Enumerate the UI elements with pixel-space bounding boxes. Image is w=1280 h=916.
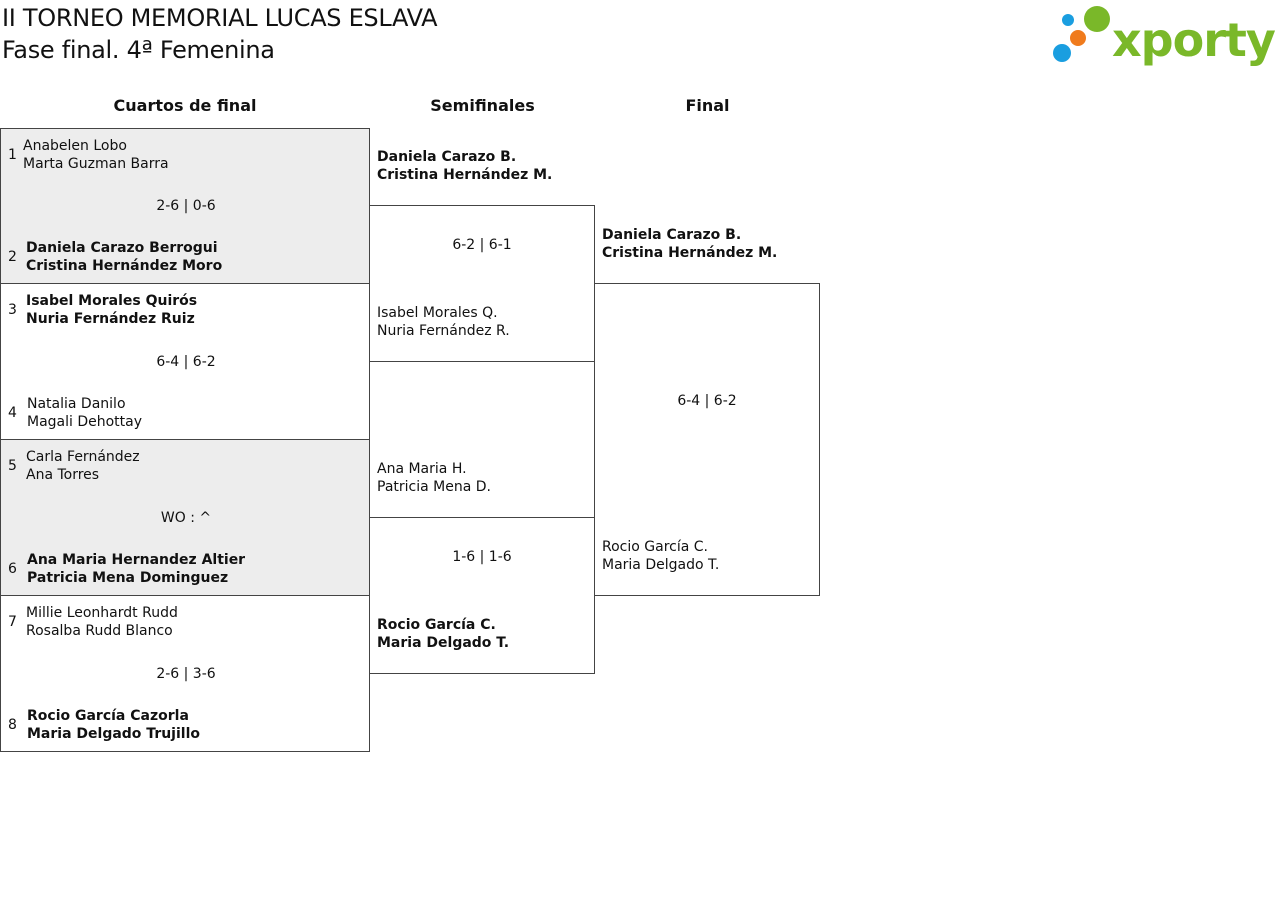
player-name: Rocio García C. (602, 539, 708, 555)
final-bottom-team: Rocio García C. Maria Delgado T. (602, 538, 719, 574)
match-score: 6-4 | 6-2 (156, 354, 216, 370)
tournament-title: II TORNEO MEMORIAL LUCAS ESLAVA Fase fin… (2, 2, 438, 66)
quarter-match-4: 7 Millie Leonhardt Rudd Rosalba Rudd Bla… (0, 595, 370, 752)
player-name: Maria Delgado T. (602, 557, 720, 573)
player-name: Millie Leonhardt Rudd (26, 605, 178, 621)
team-entry: Millie Leonhardt Rudd Rosalba Rudd Blanc… (26, 604, 178, 640)
logo-dot-green (1084, 6, 1110, 32)
header-semis: Semifinales (430, 96, 535, 115)
seed-number: 4 (8, 405, 17, 421)
player-name: Carla Fernández (26, 449, 140, 465)
logo-dot-orange (1070, 30, 1086, 46)
player-name: Ana Maria H. (377, 461, 467, 477)
player-name: Daniela Carazo Berrogui (26, 240, 218, 256)
title-line: II TORNEO MEMORIAL LUCAS ESLAVA (2, 4, 438, 32)
team-entry: Natalia Danilo Magali Dehottay (27, 395, 142, 431)
team-entry: Carla Fernández Ana Torres (26, 448, 140, 484)
quarter-match-3: 5 Carla Fernández Ana Torres WO : ^ 6 An… (0, 439, 370, 596)
match-score: 1-6 | 1-6 (452, 549, 512, 565)
team-entry-winner: Ana Maria Hernandez Altier Patricia Mena… (27, 551, 245, 587)
player-name: Isabel Morales Q. (377, 305, 498, 321)
player-name: Patricia Mena D. (377, 479, 491, 495)
player-name: Magali Dehottay (27, 414, 143, 430)
player-name: Rosalba Rudd Blanco (26, 623, 173, 639)
header-final: Final (685, 96, 730, 115)
player-name: Isabel Morales Quirós (26, 293, 198, 309)
team-entry-winner: Isabel Morales Quirós Nuria Fernández Ru… (26, 292, 197, 328)
seed-number: 7 (8, 614, 17, 630)
seed-number: 2 (8, 249, 17, 265)
seed-number: 3 (8, 302, 17, 318)
quarter-match-2: 3 Isabel Morales Quirós Nuria Fernández … (0, 283, 370, 440)
player-name: Ana Torres (26, 467, 100, 483)
header-quarters: Cuartos de final (113, 96, 257, 115)
player-name: Cristina Hernández Moro (26, 258, 223, 274)
match-score: 6-4 | 6-2 (677, 393, 737, 409)
player-name: Maria Delgado T. (377, 635, 510, 651)
subtitle-line: Fase final. 4ª Femenina (2, 36, 275, 64)
semi-match-2: 1-6 | 1-6 Rocio García C. Maria Delgado … (369, 517, 595, 674)
player-name: Marta Guzman Barra (23, 156, 169, 172)
semi-match-1: 6-2 | 6-1 Isabel Morales Q. Nuria Fernán… (369, 205, 595, 362)
logo-dot-blue-small (1062, 14, 1074, 26)
final-top-team: Daniela Carazo B. Cristina Hernández M. (602, 226, 777, 262)
final-match: 6-4 | 6-2 Rocio García C. Maria Delgado … (594, 283, 820, 596)
semi-1-top-team: Daniela Carazo B. Cristina Hernández M. (377, 148, 552, 184)
player-name: Daniela Carazo B. (602, 227, 742, 243)
player-name: Ana Maria Hernandez Altier (27, 552, 246, 568)
seed-number: 6 (8, 561, 17, 577)
player-name: Natalia Danilo (27, 396, 126, 412)
player-name: Cristina Hernández M. (377, 167, 553, 183)
seed-number: 5 (8, 458, 17, 474)
quarter-match-1: 1 Anabelen Lobo Marta Guzman Barra 2-6 |… (0, 128, 370, 284)
match-score: 6-2 | 6-1 (452, 237, 512, 253)
match-score: 2-6 | 3-6 (156, 666, 216, 682)
player-name: Nuria Fernández Ruiz (26, 311, 195, 327)
team-entry: Anabelen Lobo Marta Guzman Barra (23, 137, 169, 173)
logo-dot-blue (1053, 44, 1071, 62)
match-score: 2-6 | 0-6 (156, 198, 216, 214)
player-name: Maria Delgado Trujillo (27, 726, 200, 742)
player-name: Rocio García Cazorla (27, 708, 189, 724)
player-name: Daniela Carazo B. (377, 149, 517, 165)
logo-text: xporty (1112, 13, 1276, 67)
player-name: Cristina Hernández M. (602, 245, 778, 261)
semi-2-bottom-team: Rocio García C. Maria Delgado T. (377, 616, 509, 652)
semi-1-bottom-team: Isabel Morales Q. Nuria Fernández R. (377, 304, 510, 340)
team-entry-winner: Daniela Carazo Berrogui Cristina Hernánd… (26, 239, 222, 275)
semi-2-top-team: Ana Maria H. Patricia Mena D. (377, 460, 491, 496)
player-name: Anabelen Lobo (23, 138, 127, 154)
team-entry-winner: Rocio García Cazorla Maria Delgado Truji… (27, 707, 200, 743)
player-name: Rocio García C. (377, 617, 496, 633)
seed-number: 1 (8, 147, 17, 163)
xporty-logo: xporty (1053, 6, 1276, 67)
player-name: Nuria Fernández R. (377, 323, 510, 339)
match-score: WO : ^ (160, 510, 212, 526)
player-name: Patricia Mena Dominguez (27, 570, 229, 586)
seed-number: 8 (8, 717, 17, 733)
